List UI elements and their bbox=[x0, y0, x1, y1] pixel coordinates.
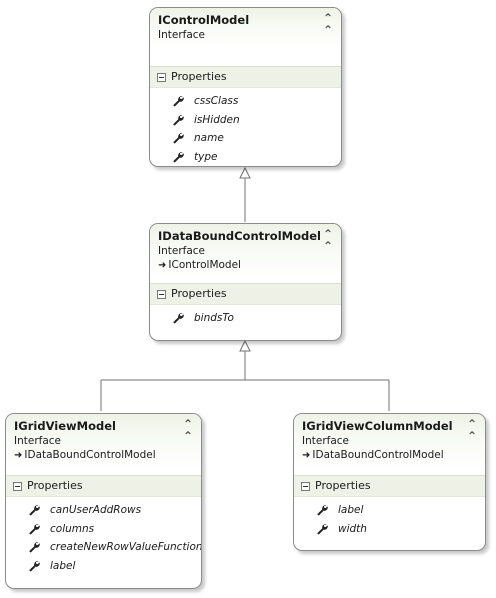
double-chevron-up-icon[interactable]: ⌃⌃ bbox=[322, 227, 333, 253]
minus-box-icon[interactable] bbox=[13, 481, 22, 491]
wrench-icon bbox=[173, 133, 184, 144]
property-name: width bbox=[338, 522, 367, 535]
card-parent: ➜IControlModel bbox=[158, 258, 333, 273]
property-list: bindsTo bbox=[150, 305, 341, 334]
property-name: label bbox=[50, 559, 76, 572]
wrench-icon bbox=[29, 505, 40, 516]
section-label: Properties bbox=[171, 70, 227, 83]
property-name: isHidden bbox=[194, 113, 240, 126]
minus-box-icon[interactable] bbox=[157, 289, 166, 299]
card-title: IControlModel bbox=[158, 13, 250, 27]
property-list: label width bbox=[294, 497, 485, 544]
inheritance-arrowhead-icon bbox=[239, 166, 251, 179]
minus-box-icon[interactable] bbox=[301, 481, 310, 491]
properties-section-header[interactable]: Properties bbox=[150, 66, 341, 88]
property-name: label bbox=[338, 504, 364, 517]
property-item[interactable]: label bbox=[294, 501, 485, 520]
wrench-icon bbox=[173, 114, 184, 126]
property-item[interactable]: width bbox=[294, 520, 485, 539]
parent-name: IDataBoundControlModel bbox=[24, 449, 156, 461]
card-title: IGridViewColumnModel bbox=[302, 419, 453, 433]
property-item[interactable]: type bbox=[150, 148, 341, 167]
properties-section-header[interactable]: Properties bbox=[6, 475, 201, 497]
card-parent: ➜IDataBoundControlModel bbox=[302, 448, 477, 463]
property-name: type bbox=[194, 150, 218, 163]
section-label: Properties bbox=[171, 287, 227, 300]
card-header: IGridViewModel Interface ➜IDataBoundCont… bbox=[6, 414, 201, 469]
section-label: Properties bbox=[315, 479, 371, 492]
wrench-icon bbox=[29, 523, 40, 535]
card-kind: Interface bbox=[158, 245, 206, 257]
wrench-icon bbox=[29, 560, 40, 572]
card-kind: Interface bbox=[158, 29, 206, 41]
wrench-icon bbox=[29, 542, 40, 553]
wrench-icon bbox=[317, 523, 328, 535]
card-igridviewcolumnmodel[interactable]: IGridViewColumnModel Interface ➜IDataBou… bbox=[293, 413, 486, 551]
property-item[interactable]: label bbox=[6, 557, 201, 576]
card-title: IGridViewModel bbox=[14, 419, 116, 433]
wrench-icon bbox=[173, 151, 184, 163]
arrow-right-icon: ➜ bbox=[158, 260, 167, 271]
property-list: cssClass isHidden name type bbox=[150, 88, 341, 167]
card-title: IDataBoundControlModel bbox=[158, 229, 321, 243]
card-kind: Interface bbox=[302, 435, 350, 447]
property-item[interactable]: canUserAddRows bbox=[6, 501, 201, 520]
card-header: IControlModel Interface ⌃⌃ bbox=[150, 8, 341, 48]
property-list: canUserAddRows columns createNewRowValue… bbox=[6, 497, 201, 581]
arrow-right-icon: ➜ bbox=[302, 450, 311, 461]
property-name: createNewRowValueFunction bbox=[50, 541, 202, 554]
wrench-icon bbox=[317, 505, 328, 516]
header-spacer bbox=[150, 48, 341, 66]
property-name: columns bbox=[50, 522, 95, 535]
property-item[interactable]: createNewRowValueFunction bbox=[6, 538, 201, 557]
card-igridviewmodel[interactable]: IGridViewModel Interface ➜IDataBoundCont… bbox=[5, 413, 202, 589]
minus-box-icon[interactable] bbox=[157, 72, 166, 82]
property-item[interactable]: isHidden bbox=[150, 111, 341, 130]
properties-section-header[interactable]: Properties bbox=[150, 283, 341, 305]
double-chevron-up-icon[interactable]: ⌃⌃ bbox=[322, 11, 333, 37]
property-name: cssClass bbox=[194, 95, 239, 108]
card-kind: Interface bbox=[14, 435, 62, 447]
inheritance-arrowhead-icon bbox=[239, 339, 251, 352]
property-name: canUserAddRows bbox=[50, 504, 142, 517]
parent-name: IDataBoundControlModel bbox=[312, 449, 444, 461]
double-chevron-up-icon[interactable]: ⌃⌃ bbox=[182, 417, 193, 443]
property-item[interactable]: cssClass bbox=[150, 92, 341, 111]
card-idataboundcontrolmodel[interactable]: IDataBoundControlModel Interface ➜IContr… bbox=[149, 223, 342, 341]
property-item[interactable]: bindsTo bbox=[150, 309, 341, 328]
card-icontrolmodel[interactable]: IControlModel Interface ⌃⌃ Properties cs… bbox=[149, 7, 342, 167]
arrow-right-icon: ➜ bbox=[14, 450, 23, 461]
card-parent: ➜IDataBoundControlModel bbox=[14, 448, 193, 463]
property-item[interactable]: name bbox=[150, 129, 341, 148]
section-label: Properties bbox=[27, 479, 83, 492]
properties-section-header[interactable]: Properties bbox=[294, 475, 485, 497]
property-item[interactable]: columns bbox=[6, 520, 201, 539]
wrench-icon bbox=[173, 313, 184, 324]
property-name: name bbox=[194, 132, 224, 145]
double-chevron-up-icon[interactable]: ⌃⌃ bbox=[466, 417, 477, 443]
wrench-icon bbox=[173, 96, 184, 107]
card-header: IGridViewColumnModel Interface ➜IDataBou… bbox=[294, 414, 485, 469]
property-name: bindsTo bbox=[194, 312, 234, 325]
parent-name: IControlModel bbox=[168, 259, 241, 271]
card-header: IDataBoundControlModel Interface ➜IContr… bbox=[150, 224, 341, 279]
